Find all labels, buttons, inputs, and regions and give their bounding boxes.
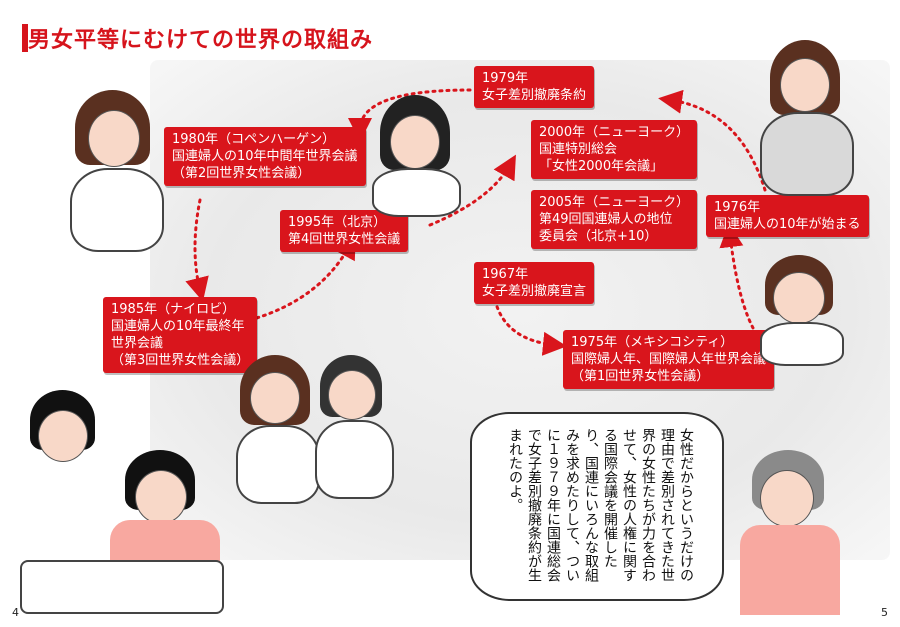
arrow-1979-1980: [348, 88, 472, 142]
event-1967-year: 1967年: [482, 267, 529, 282]
arrow-1967-1975: [493, 298, 567, 356]
event-1985-note: （第3回世界女性会議）: [111, 353, 250, 368]
event-2005-note: 委員会（北京+10）: [539, 229, 658, 244]
event-1980-year: 1980年（コペンハーゲン）: [172, 132, 336, 147]
event-1975-year: 1975年（メキシコシティ）: [571, 335, 734, 350]
page-number-right: 5: [881, 606, 888, 619]
event-1967-desc: 女子差別撤廃宣言: [482, 284, 587, 299]
speech-text: 女性だからというだけの理由で差別されてきた世界の女性たちが力を合わせて、女性の人…: [507, 428, 694, 582]
event-1995-year: 1995年（北京）: [288, 215, 387, 230]
event-1976-year: 1976年: [714, 200, 761, 215]
event-2000-year: 2000年（ニューヨーク）: [539, 125, 690, 140]
event-2005: 2005年（ニューヨーク） 第49回国連婦人の地位 委員会（北京+10）: [531, 190, 698, 249]
event-1995: 1995年（北京） 第4回世界女性会議: [280, 210, 409, 252]
event-1976: 1976年 国連婦人の10年が始まる: [706, 195, 869, 237]
event-1979-desc: 女子差別撤廃条約: [482, 88, 587, 103]
event-1980: 1980年（コペンハーゲン） 国連婦人の10年中間年世界会議 （第2回世界女性会…: [164, 127, 366, 186]
event-1975-note: （第1回世界女性会議）: [571, 369, 710, 384]
event-2000: 2000年（ニューヨーク） 国連特別総会 「女性2000年会議」: [531, 120, 698, 179]
event-2005-desc: 第49回国連婦人の地位: [539, 212, 673, 227]
event-1985-year: 1985年（ナイロビ）: [111, 302, 236, 317]
event-2000-desc: 国連特別総会: [539, 142, 618, 157]
event-1985-desc: 国連婦人の10年最終年: [111, 319, 245, 334]
page-title: 男女平等にむけての世界の取組み: [28, 28, 374, 53]
arrow-1976-1979: [658, 89, 767, 192]
arrow-1975-1976: [719, 223, 767, 347]
speech-bubble: [470, 412, 724, 601]
event-1976-desc: 国連婦人の10年が始まる: [714, 217, 861, 232]
arrow-1995-2000: [428, 154, 516, 227]
page-number-left: 4: [12, 606, 19, 619]
event-1980-note: （第2回世界女性会議）: [172, 166, 311, 181]
event-1985-desc2: 世界会議: [111, 336, 164, 351]
event-2000-note: 「女性2000年会議」: [539, 159, 664, 174]
title-accent-bar: [22, 24, 28, 52]
event-1975: 1975年（メキシコシティ） 国際婦人年、国際婦人年世界会議 （第1回世界女性会…: [563, 330, 775, 389]
event-1980-desc: 国連婦人の10年中間年世界会議: [172, 149, 358, 164]
event-2005-year: 2005年（ニューヨーク）: [539, 195, 690, 210]
arrow-1980-1985: [185, 198, 209, 302]
event-1975-desc: 国際婦人年、国際婦人年世界会議: [571, 352, 767, 367]
event-1995-desc: 第4回世界女性会議: [288, 232, 401, 247]
arrow-1985-1995: [248, 234, 356, 322]
event-1979-year: 1979年: [482, 71, 529, 86]
event-1967: 1967年 女子差別撤廃宣言: [474, 262, 595, 304]
event-1985: 1985年（ナイロビ） 国連婦人の10年最終年 世界会議 （第3回世界女性会議）: [103, 297, 258, 373]
event-1979: 1979年 女子差別撤廃条約: [474, 66, 595, 108]
